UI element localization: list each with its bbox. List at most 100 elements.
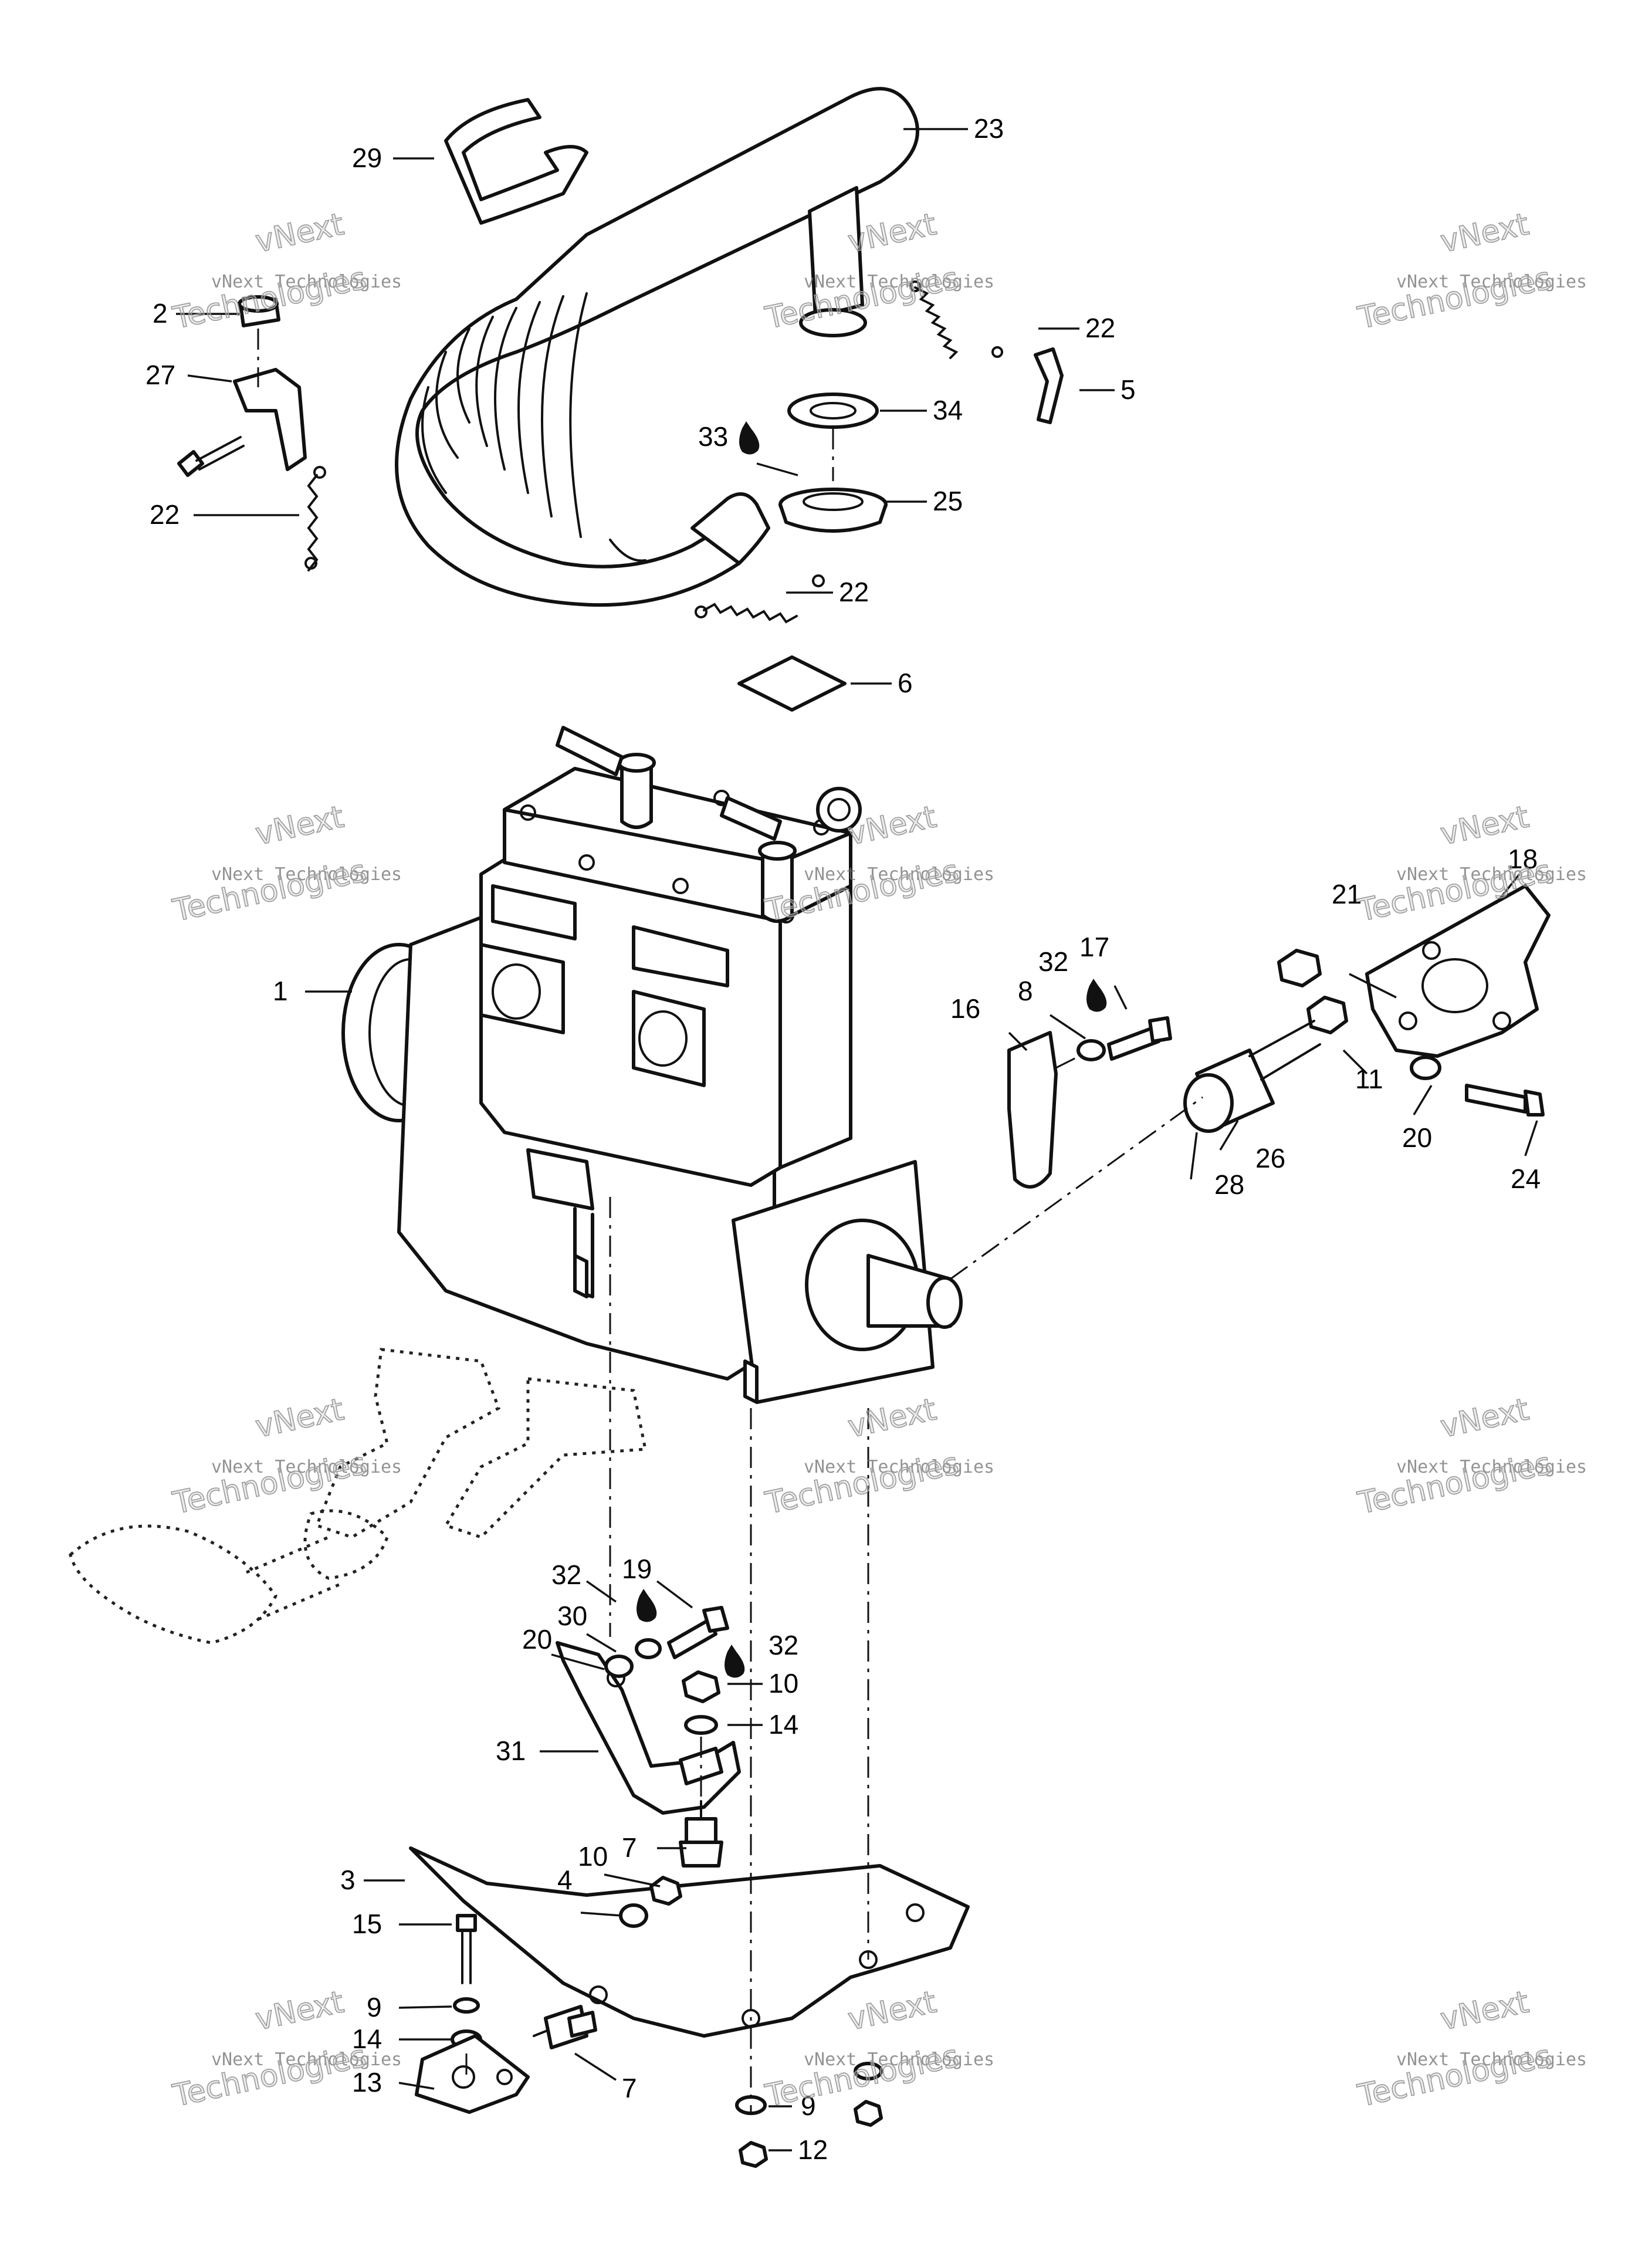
plug: [238, 295, 280, 327]
watermark-text: vNext: [252, 207, 347, 259]
watermark-text: vNext Technologies: [804, 1457, 994, 1477]
callout-label: 28: [1214, 1169, 1244, 1200]
nut: [1306, 996, 1348, 1034]
washer: [453, 1997, 480, 2014]
callout-label: 20: [1402, 1122, 1432, 1153]
bolt: [1107, 1016, 1172, 1061]
callout-label: 27: [145, 360, 175, 390]
callout-labels: 29 23 2 27 22 22 22 5 34 33 25 6 18 21 1…: [145, 113, 1541, 2165]
center-line: [1055, 1055, 1080, 1069]
callout-label: 22: [150, 499, 180, 530]
watermark-text: vNext Technologies: [211, 1457, 402, 1477]
callout-label: 33: [698, 421, 728, 452]
watermark-text: vNext Technologies: [1396, 272, 1587, 292]
callout-label: 6: [898, 668, 913, 698]
watermark-text: vNext Technologies: [211, 272, 402, 292]
watermark-text: vNext Technologies: [1396, 864, 1587, 885]
bolt: [177, 436, 245, 477]
nut: [739, 2141, 768, 2168]
washer: [854, 2062, 883, 2081]
callout-label: 34: [933, 395, 963, 425]
watermark-text: vNext Technologies: [804, 2049, 994, 2070]
sealant-drop-icon: [1086, 979, 1107, 1012]
washer: [635, 1638, 662, 1659]
callout-label: 29: [352, 143, 382, 173]
callout-label: 13: [352, 2067, 382, 2098]
washer: [1076, 1039, 1106, 1061]
callout-label: 17: [1079, 932, 1109, 962]
watermark-text: vNext Technologies: [1396, 1457, 1587, 1477]
watermark-text: vNext Technologies: [211, 2049, 402, 2070]
mount-bracket: [556, 1641, 741, 1815]
watermark: vNext vNext Technologies Technologies: [1354, 1392, 1587, 1522]
callout-label: 12: [798, 2134, 828, 2165]
gasket: [787, 393, 879, 429]
nut: [854, 2100, 883, 2127]
leader-lines: [176, 128, 1538, 2151]
sealant-drop-icon: [725, 1645, 745, 1678]
callout-label: 30: [557, 1601, 587, 1631]
watermark-text: vNext: [252, 799, 347, 852]
bolt: [667, 1606, 729, 1659]
callout-label: 7: [622, 1832, 637, 1863]
callout-label: 32: [551, 1559, 581, 1590]
callout-label: 32: [769, 1630, 798, 1660]
callout-label: 22: [1085, 313, 1115, 343]
watermark: vNext vNext Technologies Technologies: [1354, 799, 1587, 929]
watermark-text: vNext Technologies: [1396, 2049, 1587, 2070]
callout-label: 15: [352, 1909, 382, 1939]
rubber-mount: [679, 1800, 723, 1868]
watermark-text: vNext Technologies: [804, 272, 994, 292]
sealant-drop-icon: [637, 1589, 657, 1622]
callout-label: 16: [950, 993, 980, 1024]
watermark: vNext vNext Technologies Technologies: [169, 799, 402, 929]
watermark-text: vNext: [845, 1392, 939, 1445]
engine-support-bracket: [1365, 884, 1551, 1058]
callout-label: 32: [1038, 946, 1068, 977]
callout-label: 4: [557, 1865, 573, 1895]
watermark-text: vNext: [252, 1984, 347, 2037]
stud: [1183, 1020, 1321, 1133]
watermark: vNext vNext Technologies Technologies: [1354, 1984, 1587, 2115]
callout-label: 2: [153, 298, 168, 329]
rubber-grommet: [778, 488, 888, 533]
exhaust-pipe: [395, 87, 919, 607]
callout-label: 20: [522, 1624, 552, 1655]
callout-label: 11: [1355, 1064, 1383, 1094]
watermark: vNext vNext Technologies Technologies: [761, 207, 994, 337]
spring: [909, 280, 1003, 359]
washer: [1410, 1056, 1441, 1080]
mount-bracket: [415, 2034, 530, 2114]
plate: [1007, 1031, 1058, 1189]
callout-label: 7: [622, 2073, 637, 2103]
watermark-text: vNext: [1437, 1984, 1532, 2037]
callout-label: 19: [622, 1554, 652, 1584]
callout-label: 10: [769, 1668, 798, 1699]
washer: [604, 1655, 634, 1678]
bracket: [1034, 347, 1064, 424]
sealant-drop-icon: [739, 421, 760, 455]
spring: [304, 466, 326, 571]
callout-label: 26: [1255, 1143, 1285, 1173]
callout-label: 24: [1511, 1163, 1541, 1194]
callout-label: 9: [801, 2090, 816, 2121]
callout-label: 22: [839, 577, 869, 607]
callout-label: 21: [1332, 879, 1362, 909]
washer: [619, 1903, 648, 1928]
watermark-text: vNext Technologies: [211, 864, 402, 885]
watermark-text: vNext: [252, 1392, 347, 1445]
callout-label: 9: [367, 1992, 382, 2022]
watermark-text: vNext: [1437, 1392, 1532, 1445]
watermark: vNext vNext Technologies Technologies: [1354, 207, 1587, 337]
callout-label: 31: [496, 1736, 526, 1766]
callout-label: 8: [1018, 976, 1033, 1006]
mount-bracket: [233, 368, 307, 471]
callout-label: 23: [974, 113, 1004, 144]
watermark: vNext vNext Technologies Technologies: [761, 1392, 994, 1522]
washer: [684, 1715, 718, 1735]
intake-manifold-phantom: [69, 1348, 648, 1645]
callout-label: 1: [273, 976, 288, 1006]
watermark-text: vNext: [1437, 207, 1532, 259]
nut: [1277, 949, 1322, 987]
